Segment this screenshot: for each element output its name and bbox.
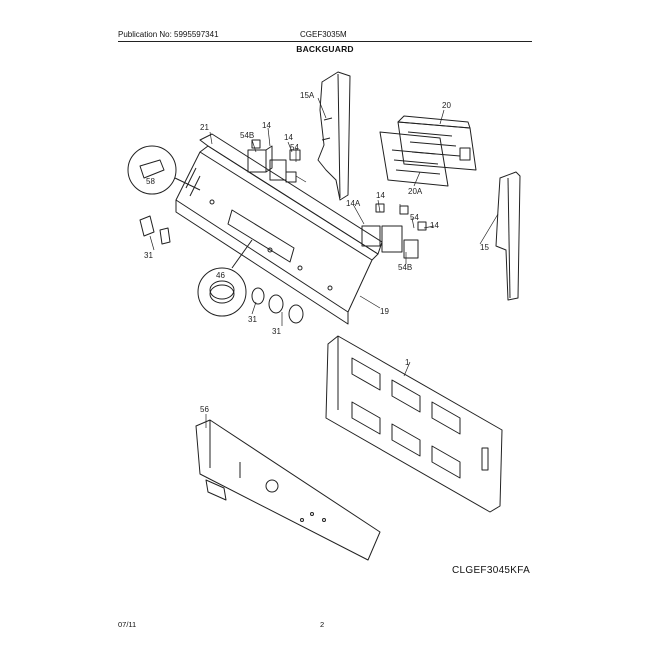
- callout-14-top: 14: [262, 121, 271, 130]
- clip-58-inset: [127, 145, 201, 195]
- leader-lines: [149, 97, 499, 428]
- publication-number: Publication No: 5995597341: [118, 30, 219, 39]
- callout-15a: 15A: [300, 91, 315, 100]
- switch-14a-group: [361, 203, 427, 259]
- callout-21: 21: [200, 123, 209, 132]
- section-title: BACKGUARD: [296, 44, 354, 54]
- rear-panel-1: [325, 335, 503, 513]
- bracket-15a: [317, 71, 351, 201]
- callout-15: 15: [480, 243, 489, 252]
- callout-14-top-right: 14: [284, 133, 293, 142]
- bracket-20a: [379, 131, 449, 187]
- switch-54b-top: [247, 139, 273, 173]
- trim-21: [199, 133, 383, 255]
- page-number: 2: [320, 620, 325, 629]
- callout-19: 19: [380, 307, 389, 316]
- callout-54b-right: 54B: [398, 263, 412, 272]
- bracket-15: [495, 171, 521, 301]
- switch-54-top: [269, 149, 301, 183]
- callout-54-top: 54: [290, 143, 299, 152]
- header-divider: [118, 41, 532, 42]
- shield-56: [195, 419, 381, 561]
- callout-31-right: 31: [272, 327, 281, 336]
- model-number: CGEF3035M: [300, 30, 347, 39]
- callout-31-mid: 31: [248, 315, 257, 324]
- clips-31-left: [139, 215, 171, 245]
- callout-31-left: 31: [144, 251, 153, 260]
- callout-54b-top: 54B: [240, 131, 254, 140]
- diagram-code: CLGEF3045KFA: [452, 565, 531, 576]
- knob-46-inset: [197, 239, 253, 317]
- callout-14a: 14A: [346, 199, 361, 208]
- callout-20: 20: [442, 101, 451, 110]
- footer-date: 07/11: [118, 620, 137, 629]
- callout-54-right: 54: [410, 213, 419, 222]
- callout-14-right: 14: [376, 191, 385, 200]
- callout-1: 1: [405, 358, 410, 367]
- callout-14-far-right: 14: [430, 221, 439, 230]
- knobs-31-lower: [251, 287, 304, 324]
- callout-56: 56: [200, 405, 209, 414]
- callout-58: 58: [146, 177, 155, 186]
- callout-46: 46: [216, 271, 225, 280]
- callout-20a: 20A: [408, 187, 423, 196]
